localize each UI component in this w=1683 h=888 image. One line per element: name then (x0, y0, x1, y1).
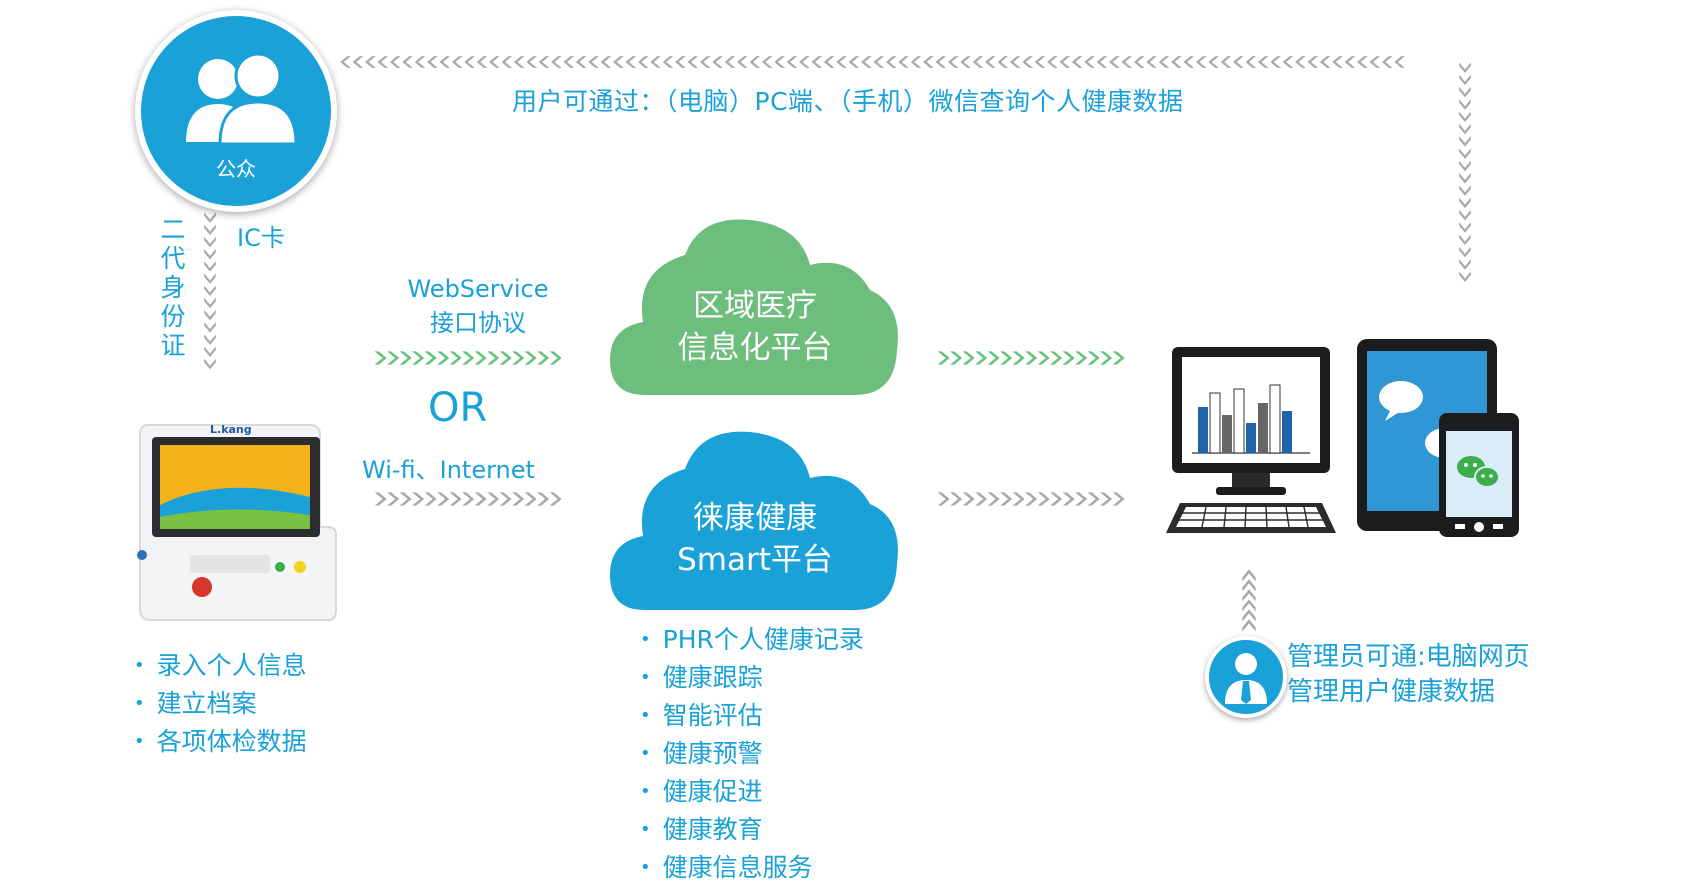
smart-cloud-line1: 徕康健康 (693, 500, 817, 536)
admin-user-icon (1225, 653, 1267, 704)
smart-cloud (610, 431, 898, 610)
regional-cloud-label: 区域医疗 信息化平台 (605, 285, 905, 369)
list-item: 各项体检数据 (134, 724, 307, 762)
list-item: 健康跟踪 (640, 660, 864, 698)
webservice-arrow-chain (374, 351, 562, 365)
smart-cloud-line2: Smart平台 (677, 542, 833, 578)
health-kiosk-device: L.kang (130, 415, 340, 625)
regional-cloud (610, 219, 898, 395)
list-item: 录入个人信息 (134, 648, 307, 686)
list-item: PHR个人健康记录 (640, 622, 864, 660)
list-item: 智能评估 (640, 698, 864, 736)
right-arrow-chain (1459, 62, 1471, 282)
list-item: 健康促进 (640, 774, 864, 812)
public-label: 公众 (216, 157, 256, 181)
network-label: Wi-fi、Internet (362, 456, 535, 484)
id-card-label: 二代身份证 (160, 215, 186, 360)
admin-note-line2: 管理用户健康数据 (1287, 677, 1496, 707)
smart-cloud-label: 徕康健康 Smart平台 (605, 497, 905, 581)
admin-arrow-chain (1242, 569, 1256, 632)
device-brand: L.kang (210, 423, 252, 436)
admin-note: 管理员可通:电脑网页 管理用户健康数据 (1287, 640, 1530, 710)
regional-cloud-line1: 区域医疗 (693, 288, 817, 324)
public-avatar: 公众 (135, 10, 337, 212)
user-query-note: 用户可通过：（电脑）PC端、（手机）微信查询个人健康数据 (512, 87, 1184, 116)
smart-feature-list: PHR个人健康记录 健康跟踪 智能评估 健康预警 健康促进 健康教育 健康信息服… (640, 622, 864, 888)
tablet-phone-icon (1357, 339, 1519, 537)
regional-cloud-line2: 信息化平台 (677, 330, 833, 366)
ic-card-label: IC卡 (237, 224, 285, 252)
desktop-computer-icon (1166, 347, 1336, 533)
users-icon (186, 52, 298, 146)
list-item: 健康教育 (640, 812, 864, 850)
list-item: 健康信息服务 (640, 850, 864, 888)
list-item: 建立档案 (134, 686, 307, 724)
or-label: OR (428, 385, 488, 431)
network-arrow-chain (374, 492, 562, 506)
webservice-line: WebService (407, 275, 549, 303)
smart-to-devices-chain (937, 492, 1125, 506)
admin-avatar (1205, 636, 1287, 718)
left-arrow-chain (204, 212, 216, 370)
admin-note-line1: 管理员可通:电脑网页 (1287, 642, 1530, 672)
list-item: 健康预警 (640, 736, 864, 774)
interface-protocol-line: 接口协议 (430, 309, 526, 337)
webservice-label: WebService 接口协议 (388, 272, 568, 340)
regional-to-devices-chain (937, 351, 1125, 365)
top-arrow-chain (340, 56, 1405, 68)
device-feature-list: 录入个人信息 建立档案 各项体检数据 (134, 648, 307, 762)
